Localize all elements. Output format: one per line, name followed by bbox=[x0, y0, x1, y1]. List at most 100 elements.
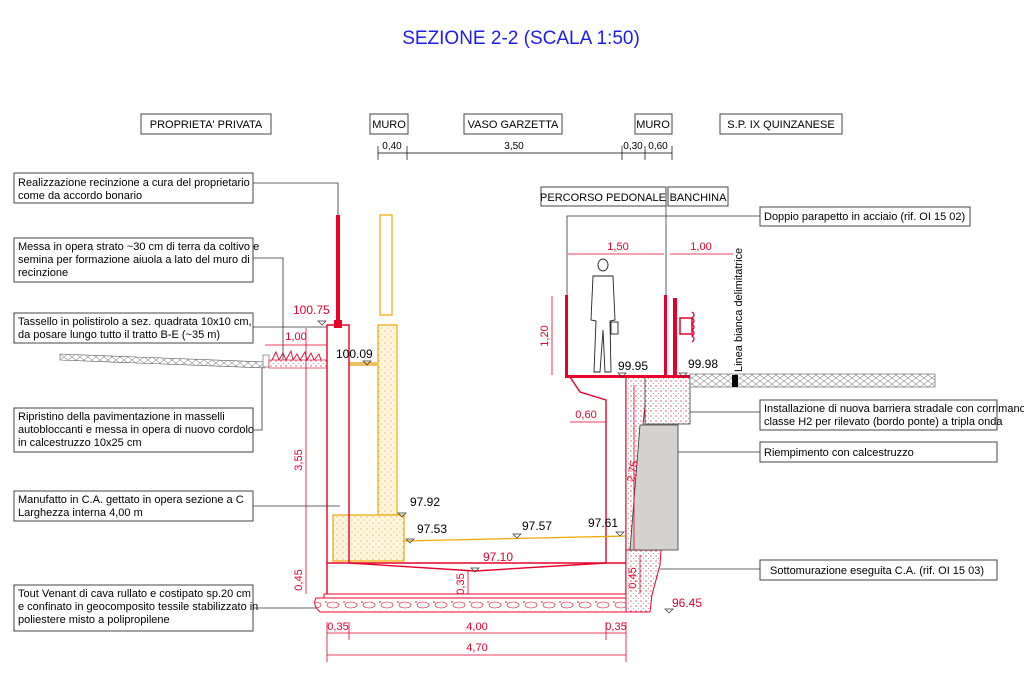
drawing-title: SEZIONE 2-2 (SCALA 1:50) bbox=[402, 28, 640, 49]
note-fence-part: come da accordo bonario bbox=[18, 190, 142, 202]
elev-water-left: 97.53 bbox=[417, 522, 447, 536]
note-fence-part bbox=[253, 182, 339, 215]
fence-base bbox=[334, 320, 342, 328]
zone-labels-part bbox=[634, 113, 673, 135]
note-fence: Realizzazione recinzione a cura del prop… bbox=[13, 172, 339, 215]
note-concrete-fill-part: Riempimento con calcestruzzo bbox=[764, 447, 914, 459]
dim-total-width: 4,70 bbox=[466, 642, 487, 654]
zone-road: S.P. IX QUINZANESE bbox=[727, 119, 834, 131]
dimension-lines bbox=[265, 253, 733, 662]
barrier-beam bbox=[679, 317, 693, 335]
zone-labels-part bbox=[719, 113, 843, 135]
water-level bbox=[403, 535, 627, 542]
zone-labels-part bbox=[369, 113, 409, 135]
note-tout-venant-part: e confinato in geocomposito tessile stab… bbox=[18, 601, 258, 613]
dim-channel: 3,50 bbox=[504, 141, 524, 152]
elevation-markers-part bbox=[617, 372, 627, 378]
section-drawing-part bbox=[540, 186, 667, 207]
c-section-structure-part bbox=[569, 376, 607, 563]
dim-railing-height: 1,20 bbox=[539, 325, 551, 346]
note-topsoil-part bbox=[253, 257, 284, 360]
dim-inner-width: 4,00 bbox=[466, 621, 487, 633]
dim-cantilever: 0,60 bbox=[575, 409, 596, 421]
zone-channel: VASO GARZETTA bbox=[468, 119, 559, 131]
c-section-structure-part bbox=[323, 593, 627, 599]
note-underpinning-part: Sottomurazione eseguita C.A. (rif. OI 15… bbox=[770, 565, 984, 577]
dim-footpath-width: 1,50 bbox=[607, 241, 628, 253]
note-barrier-part: classe H2 per rilevato (bordo ponte) a t… bbox=[764, 416, 1003, 428]
elevation-markers-part bbox=[470, 567, 480, 573]
road-marking-label: Linea bianca delimitatrice bbox=[733, 248, 745, 372]
topsoil-bed bbox=[268, 359, 328, 369]
existing-wall bbox=[377, 324, 398, 516]
elev-footpath: 99.95 bbox=[618, 359, 648, 373]
railing-right bbox=[664, 295, 667, 375]
note-concrete-fill: Riempimento con calcestruzzo bbox=[660, 441, 998, 463]
pedestrian-figure-icon-part bbox=[597, 258, 609, 272]
dim-base-right: 0,45 bbox=[627, 567, 639, 588]
fence-post bbox=[336, 215, 340, 325]
zone-wall-right: MURO bbox=[636, 119, 670, 131]
elev-water-right: 97.61 bbox=[588, 516, 618, 530]
note-tout-venant-part: poliestere misto a polipropilene bbox=[18, 614, 170, 626]
dim-garden-width: 1,00 bbox=[285, 331, 306, 343]
tout-venant-layer bbox=[314, 597, 627, 613]
note-topsoil-part: Messa in opera strato ~30 cm di terra da… bbox=[18, 241, 259, 253]
c-section-structure-part bbox=[348, 562, 607, 572]
zone-labels-part bbox=[140, 113, 272, 135]
note-tout-venant-part: Tout Venant di cava rullato e costipato … bbox=[18, 588, 251, 600]
note-polystyrene-part bbox=[13, 312, 254, 344]
elev-channel-bottom: 97.10 bbox=[483, 550, 513, 564]
note-polystyrene: Tassello in polistirolo a sez. quadrata … bbox=[13, 312, 327, 344]
note-paving-part: in calcestruzzo 10x25 cm bbox=[18, 437, 142, 449]
dim-shoulder-width: 1,00 bbox=[690, 241, 711, 253]
c-section-structure-part bbox=[326, 324, 350, 563]
barrier-foundation bbox=[644, 376, 691, 425]
zone-wall-left: MURO bbox=[372, 119, 406, 131]
concrete-fill bbox=[629, 424, 679, 551]
plants-icon bbox=[271, 349, 322, 362]
elev-old-footing-top: 97.92 bbox=[410, 495, 440, 509]
c-section-structure bbox=[314, 324, 627, 613]
section-drawing-part bbox=[667, 186, 729, 207]
zone-labels-part bbox=[463, 113, 563, 135]
existing-footing bbox=[332, 514, 405, 562]
note-barrier-part bbox=[759, 399, 998, 431]
note-tout-venant: Tout Venant di cava rullato e costipato … bbox=[13, 584, 360, 632]
note-tout-venant-part bbox=[13, 584, 254, 632]
note-fence-part bbox=[13, 172, 254, 204]
elev-road-edge: 99.98 bbox=[688, 357, 718, 371]
elevation-markers-part bbox=[362, 360, 372, 366]
note-railing: Doppio parapetto in acciaio (rif. OI 15 … bbox=[566, 206, 971, 375]
note-c-section-part: Manufatto in C.A. gettato in opera sezio… bbox=[18, 494, 244, 506]
existing-paving bbox=[59, 353, 266, 369]
note-c-section-part: Larghezza interna 4,00 m bbox=[18, 507, 143, 519]
dim-wall-height: 3,55 bbox=[293, 449, 305, 470]
note-underpinning: Sottomurazione eseguita C.A. (rif. OI 15… bbox=[660, 559, 998, 581]
note-barrier-part: Installazione di nuova barriera stradale… bbox=[764, 403, 1024, 415]
dim-shoulder-top: 0,60 bbox=[648, 141, 668, 152]
dim-wall-left: 0,40 bbox=[382, 141, 402, 152]
note-paving-part bbox=[253, 368, 263, 431]
note-railing-part bbox=[759, 206, 971, 227]
note-polystyrene-part: Tassello in polistirolo a sez. quadrata … bbox=[18, 316, 252, 328]
note-c-section-part bbox=[13, 490, 254, 522]
zone-shoulder: BANCHINA bbox=[670, 192, 728, 204]
railing-left bbox=[565, 295, 568, 375]
note-topsoil-part bbox=[13, 237, 254, 283]
note-paving-part: Ripristino della pavimentazione in masse… bbox=[18, 411, 225, 423]
elevation-markers-part bbox=[405, 538, 415, 544]
note-underpinning-part bbox=[759, 559, 998, 581]
elevation-markers-part bbox=[678, 372, 688, 378]
elevation-markers bbox=[317, 320, 688, 614]
dim-base-mid: 0,35 bbox=[455, 573, 467, 594]
elev-water-mid: 97.57 bbox=[522, 519, 552, 533]
pedestrian-figure-icon-part bbox=[590, 275, 616, 373]
elevation-markers-part bbox=[397, 512, 407, 518]
elev-garden: 100.09 bbox=[336, 347, 373, 361]
note-topsoil-part: recinzione bbox=[18, 267, 68, 279]
top-dimension-chain bbox=[377, 146, 673, 160]
zone-labels: PROPRIETA' PRIVATA MURO VASO GARZETTA MU… bbox=[140, 113, 843, 135]
existing-wall-top bbox=[379, 214, 393, 316]
footpath-slab bbox=[565, 375, 690, 378]
